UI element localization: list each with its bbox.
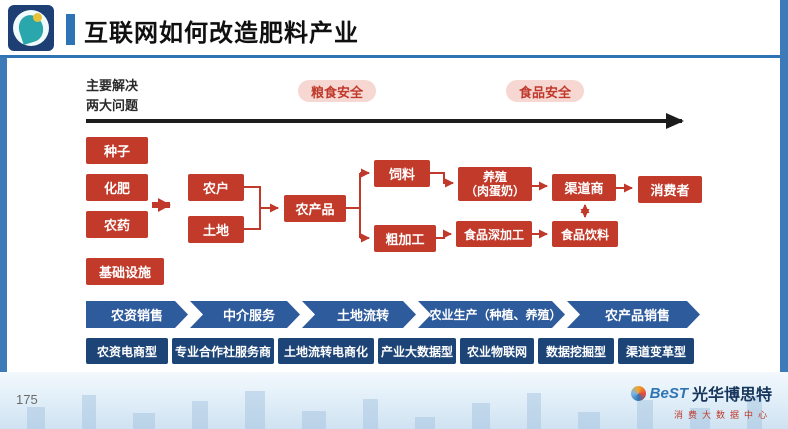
input-box-pesticide: 农药 (86, 211, 148, 238)
business-model-row: 农资电商型 专业合作社服务商 土地流转电商化 产业大数据型 农业物联网 数据挖掘… (86, 338, 694, 364)
company-logo (8, 5, 54, 51)
page-title: 互联网如何改造肥料产业 (84, 20, 359, 47)
rough-processing-box: 粗加工 (374, 225, 436, 252)
model-box: 农业物联网 (460, 338, 534, 364)
brand-name-en: BeST (649, 384, 688, 402)
brand-name-cn: 光华博思特 (691, 387, 772, 404)
chevron-agri-production: 农业生产（种植、养殖） (418, 301, 565, 328)
chevron-agri-materials-sales: 农资销售 (86, 301, 188, 328)
food-beverage-box: 食品饮料 (552, 221, 618, 247)
land-box: 土地 (188, 216, 244, 243)
badge-grain-security: 粮食安全 (298, 80, 376, 102)
skyline-decoration (0, 387, 788, 429)
header-divider (0, 55, 788, 58)
brand-logo-icon (630, 385, 646, 401)
feed-box: 饲料 (374, 160, 430, 187)
input-box-seed: 种子 (86, 137, 148, 164)
input-box-fertilizer: 化肥 (86, 174, 148, 201)
breeding-box: 养殖 （肉蛋奶） (458, 167, 532, 201)
consumer-box: 消费者 (638, 176, 702, 203)
model-box: 产业大数据型 (378, 338, 456, 364)
model-box: 土地流转电商化 (278, 338, 374, 364)
value-chain-bar: 农资销售 中介服务 土地流转 农业生产（种植、养殖） 农产品销售 (86, 301, 702, 328)
model-box: 专业合作社服务商 (172, 338, 274, 364)
slide-frame-right (780, 0, 788, 372)
chevron-intermediary-services: 中介服务 (190, 301, 300, 328)
model-box: 渠道变革型 (618, 338, 694, 364)
agri-product-box: 农产品 (284, 195, 346, 222)
intro-label: 主要解决 两大问题 (86, 78, 139, 114)
model-box: 数据挖掘型 (538, 338, 614, 364)
badge-food-security: 食品安全 (506, 80, 584, 102)
chevron-product-sales: 农产品销售 (567, 301, 700, 328)
input-box-infrastructure: 基础设施 (86, 258, 164, 285)
title-accent-bar (66, 14, 75, 45)
chevron-land-transfer: 土地流转 (302, 301, 416, 328)
footer: 175 BeST 光华博思特 消费大数据中心 (0, 372, 788, 429)
company-logo-icon (13, 10, 49, 46)
deep-processing-box: 食品深加工 (456, 221, 532, 247)
channel-dealer-box: 渠道商 (552, 174, 616, 201)
model-box: 农资电商型 (86, 338, 168, 364)
page-number: 175 (16, 392, 38, 407)
farmer-box: 农户 (188, 174, 244, 201)
slide-frame-left (0, 57, 7, 372)
brand-subtitle: 消费大数据中心 (673, 410, 772, 420)
brand-block: BeST 光华博思特 消费大数据中心 (630, 381, 772, 421)
